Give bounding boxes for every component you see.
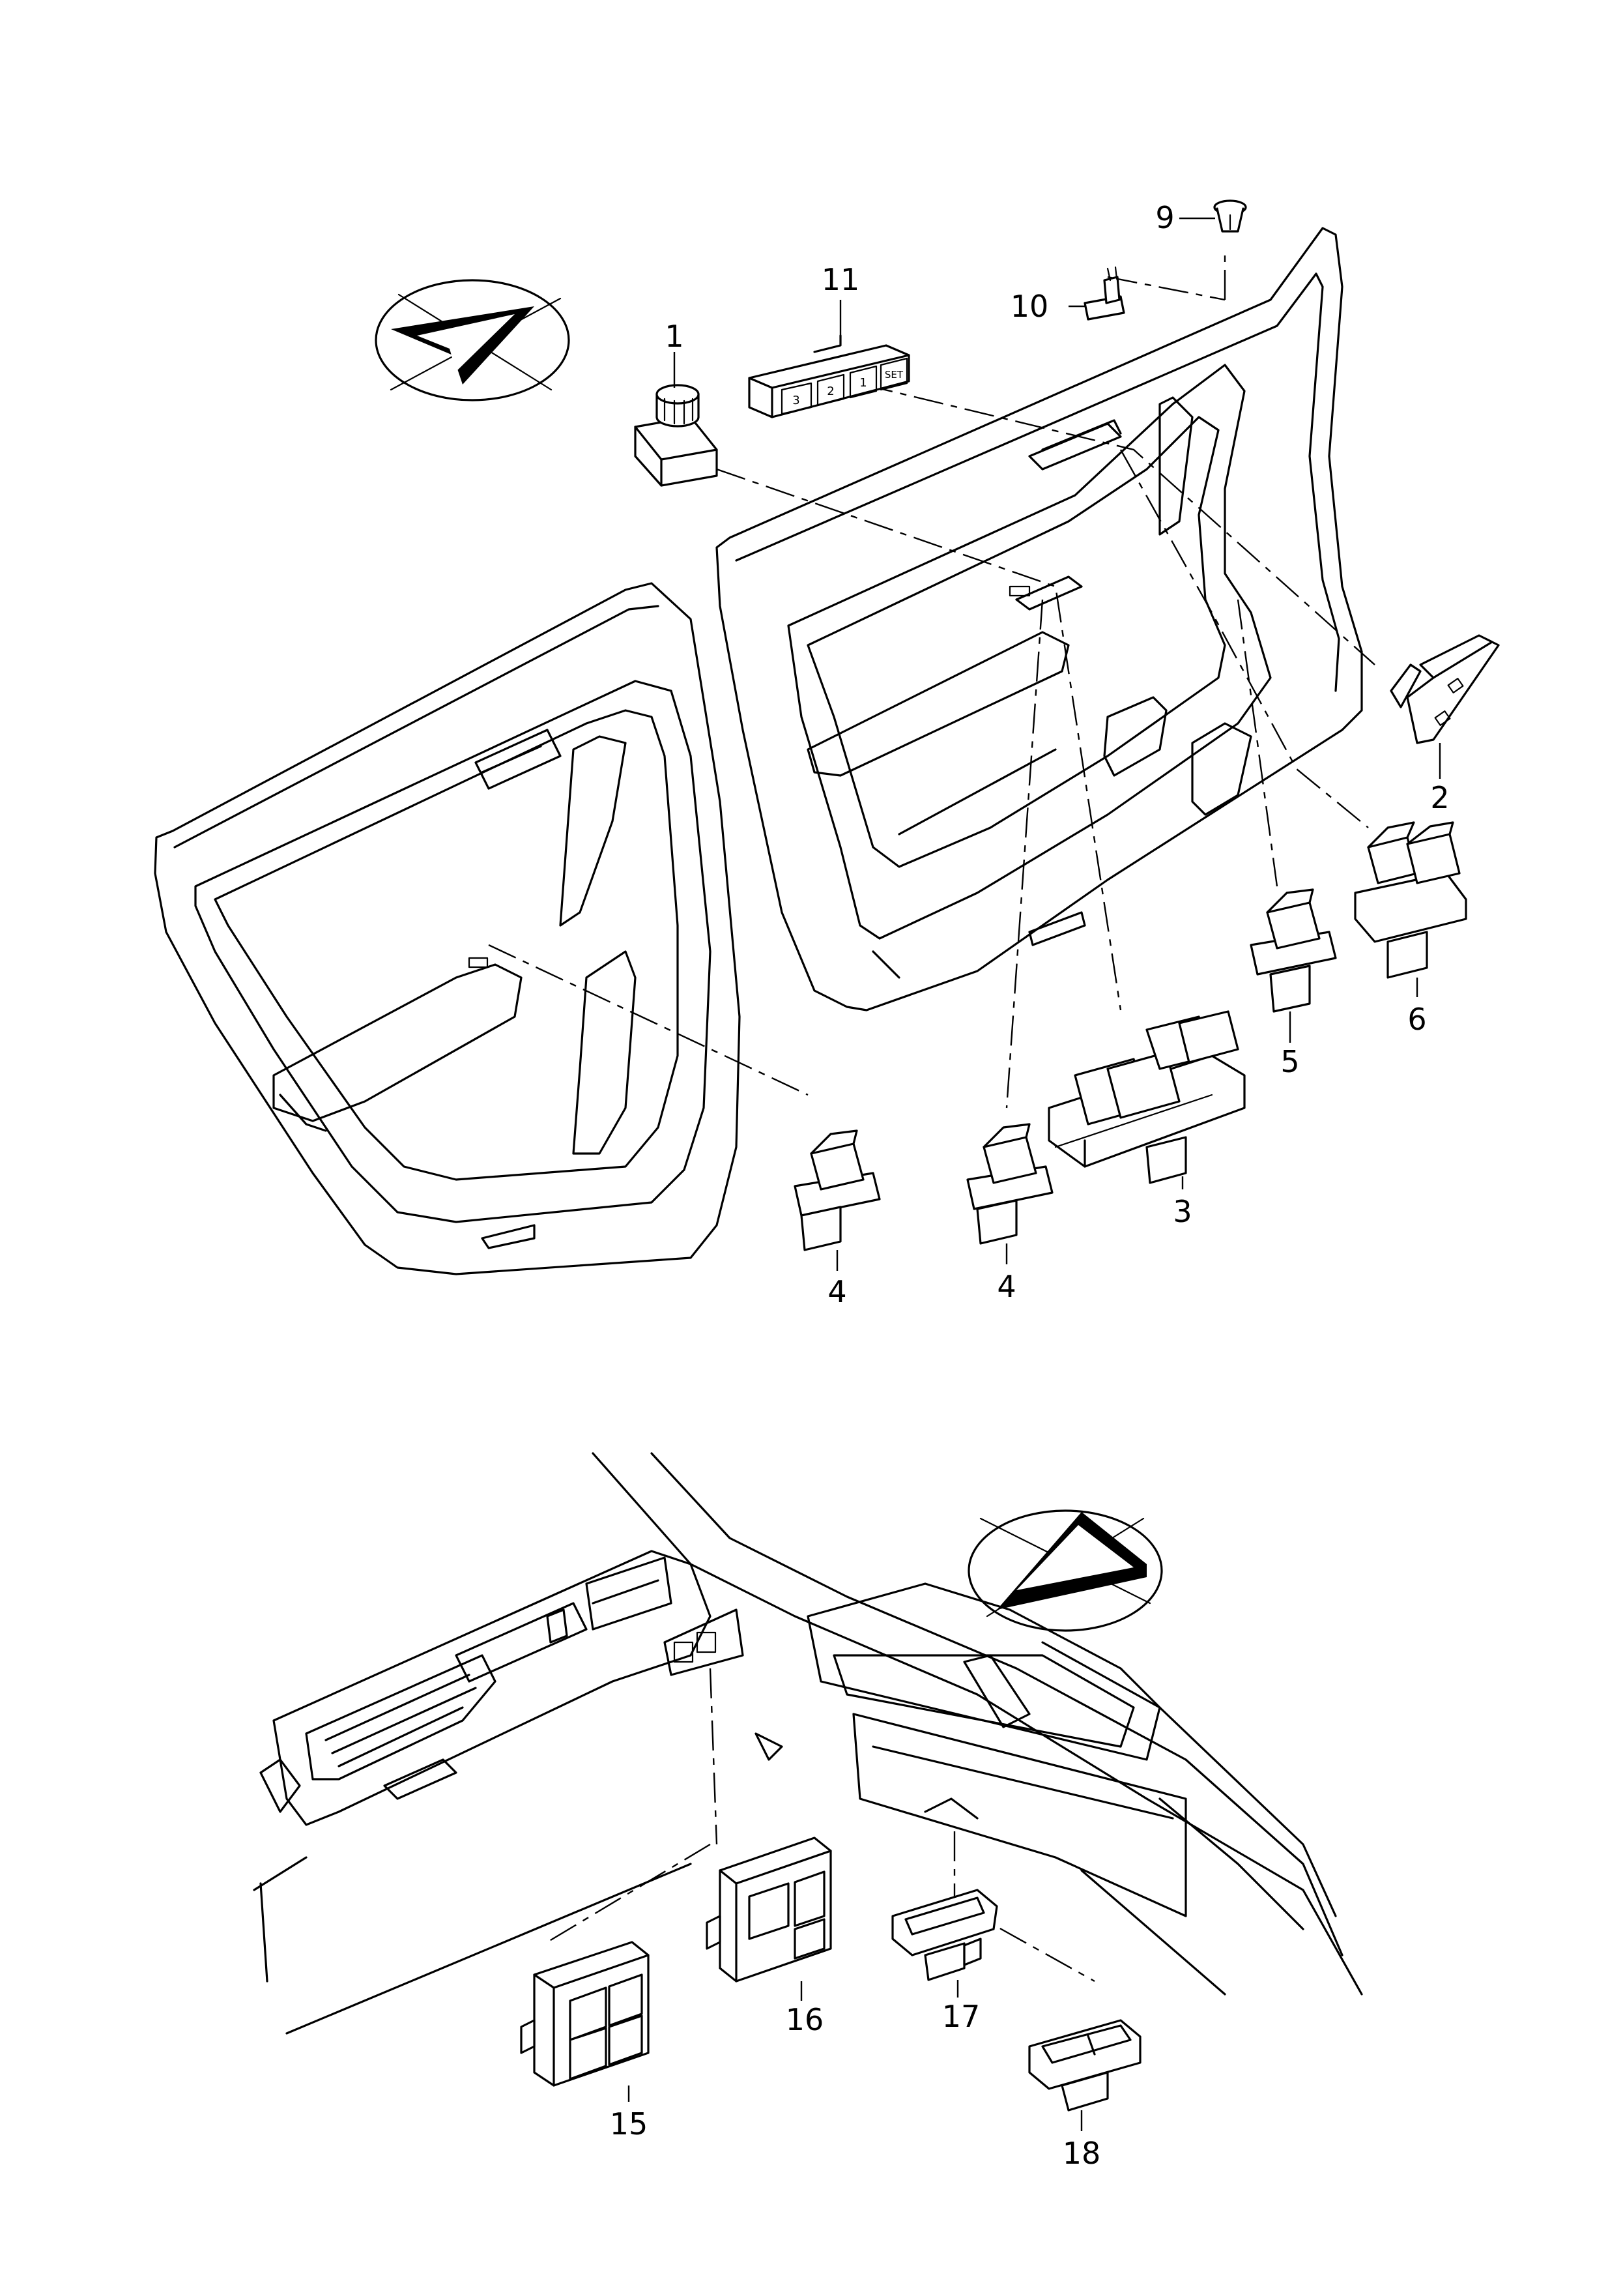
memory-button-set: SET xyxy=(885,369,904,381)
callout-2: 2 xyxy=(1430,780,1449,815)
vehicle-interior-view xyxy=(253,1452,1363,2035)
rear-window-switch-16 xyxy=(706,1837,832,1983)
callout-16: 16 xyxy=(786,2002,824,2037)
leader-lines-top xyxy=(488,254,1375,1109)
rear-door-trim-panel xyxy=(154,582,741,1275)
callouts-top: 1 11 10 9 2 6 5 3 4 4 xyxy=(665,200,1449,1309)
central-lock-switch xyxy=(1390,634,1500,744)
double-window-switch xyxy=(1354,821,1467,979)
single-window-switch-5 xyxy=(1250,888,1337,1013)
callout-6: 6 xyxy=(1407,1002,1426,1037)
connector-part xyxy=(1084,266,1125,321)
rear-window-switch-left xyxy=(794,1129,881,1251)
callout-5: 5 xyxy=(1280,1044,1299,1079)
front-door-trim-panel xyxy=(715,227,1363,1011)
callout-4-left: 4 xyxy=(827,1274,846,1309)
orientation-compass-bottom xyxy=(968,1509,1163,1632)
orientation-compass-top xyxy=(375,279,570,401)
callout-3: 3 xyxy=(1173,1194,1192,1229)
rear-switch-17 xyxy=(891,1889,998,1981)
driver-window-switch-block xyxy=(1048,1010,1246,1184)
mirror-adjust-switch xyxy=(634,384,718,487)
rear-window-switch-right xyxy=(966,1123,1054,1245)
rear-switch-18 xyxy=(1028,2019,1142,2112)
memory-button-1: 1 xyxy=(859,376,867,390)
callout-4-right: 4 xyxy=(997,1269,1016,1304)
retaining-clip xyxy=(1213,199,1247,233)
rear-window-switch-15 xyxy=(520,1941,650,2087)
memory-button-2: 2 xyxy=(827,385,834,398)
callout-9: 9 xyxy=(1155,200,1174,235)
memory-seat-switch: 3 2 1 SET xyxy=(748,334,910,418)
callout-18: 18 xyxy=(1063,2136,1101,2171)
callouts-bottom: 16 15 17 18 xyxy=(610,1980,1101,2171)
callout-17: 17 xyxy=(942,1999,981,2034)
callout-15: 15 xyxy=(610,2106,648,2142)
callout-10: 10 xyxy=(1011,289,1049,324)
memory-button-3: 3 xyxy=(792,394,799,407)
callout-11: 11 xyxy=(822,262,860,297)
callout-1: 1 xyxy=(665,319,683,354)
